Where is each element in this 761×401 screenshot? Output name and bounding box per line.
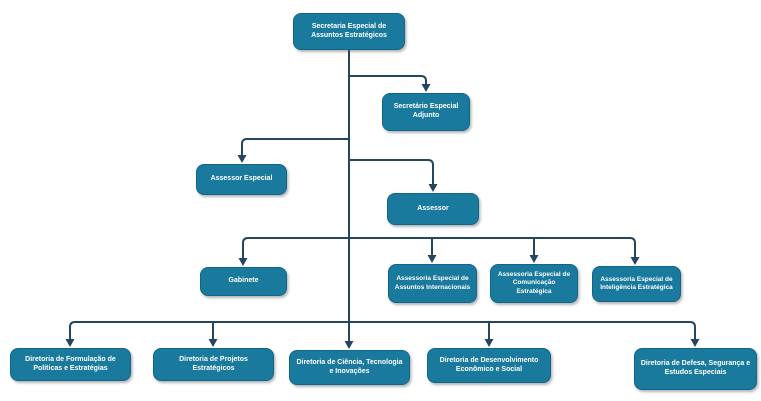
org-node-diretoria-ciencia-tecnologia: Diretoria de Ciência, Tecnologia e Inova…	[289, 350, 410, 385]
arrowhead-defesa	[690, 339, 700, 347]
org-node-diretoria-projetos-estrategicos: Diretoria de Projetos Estratégicos	[153, 348, 274, 381]
org-node-gabinete: Gabinete	[200, 267, 287, 296]
org-node-assessoria-comunicacao-estrategica: Assessoria Especial de Comunicação Estra…	[490, 264, 578, 303]
org-node-diretoria-formulacao-politicas: Diretoria de Formulação de Políticas e E…	[10, 348, 131, 381]
arrowhead-comunicacao	[529, 255, 539, 263]
arrowhead-ciencia	[344, 341, 354, 349]
connector-row4	[242, 237, 636, 258]
org-node-assessor: Assessor	[387, 193, 479, 225]
org-node-assessor-especial: Assessor Especial	[196, 164, 287, 195]
arrowhead-assessor-especial	[237, 155, 247, 163]
arrowhead-gabinete	[238, 258, 248, 266]
arrowhead-projetos	[208, 339, 218, 347]
arrowhead-assessor	[428, 184, 438, 192]
arrowhead-inteligencia	[630, 257, 640, 265]
org-node-diretoria-defesa-seguranca: Diretoria de Defesa, Segurança e Estudos…	[634, 348, 757, 390]
connector-assessor	[349, 159, 434, 184]
arrowhead-desenvolvimento	[484, 339, 494, 347]
arrowhead-adjunto	[421, 84, 431, 92]
org-node-secretario-especial-adjunto: Secretário Especial Adjunto	[382, 93, 470, 131]
connector-adjunto	[349, 75, 427, 84]
arrowhead-internacionais	[427, 255, 437, 263]
connector-row5	[69, 321, 696, 339]
org-node-assessoria-inteligencia-estrategica: Assessoria Especial de Inteligência Estr…	[592, 266, 681, 302]
org-node-assessoria-assuntos-internacionais: Assessoria Especial de Assuntos Internac…	[388, 264, 477, 303]
arrowhead-formulacao	[65, 339, 75, 347]
connector-assessor-especial	[241, 138, 349, 155]
org-node-diretoria-desenvolvimento-economico: Diretoria de Desenvolvimento Econômico e…	[427, 348, 551, 383]
org-node-secretaria: Secretaria Especial de Assuntos Estratég…	[293, 13, 405, 50]
